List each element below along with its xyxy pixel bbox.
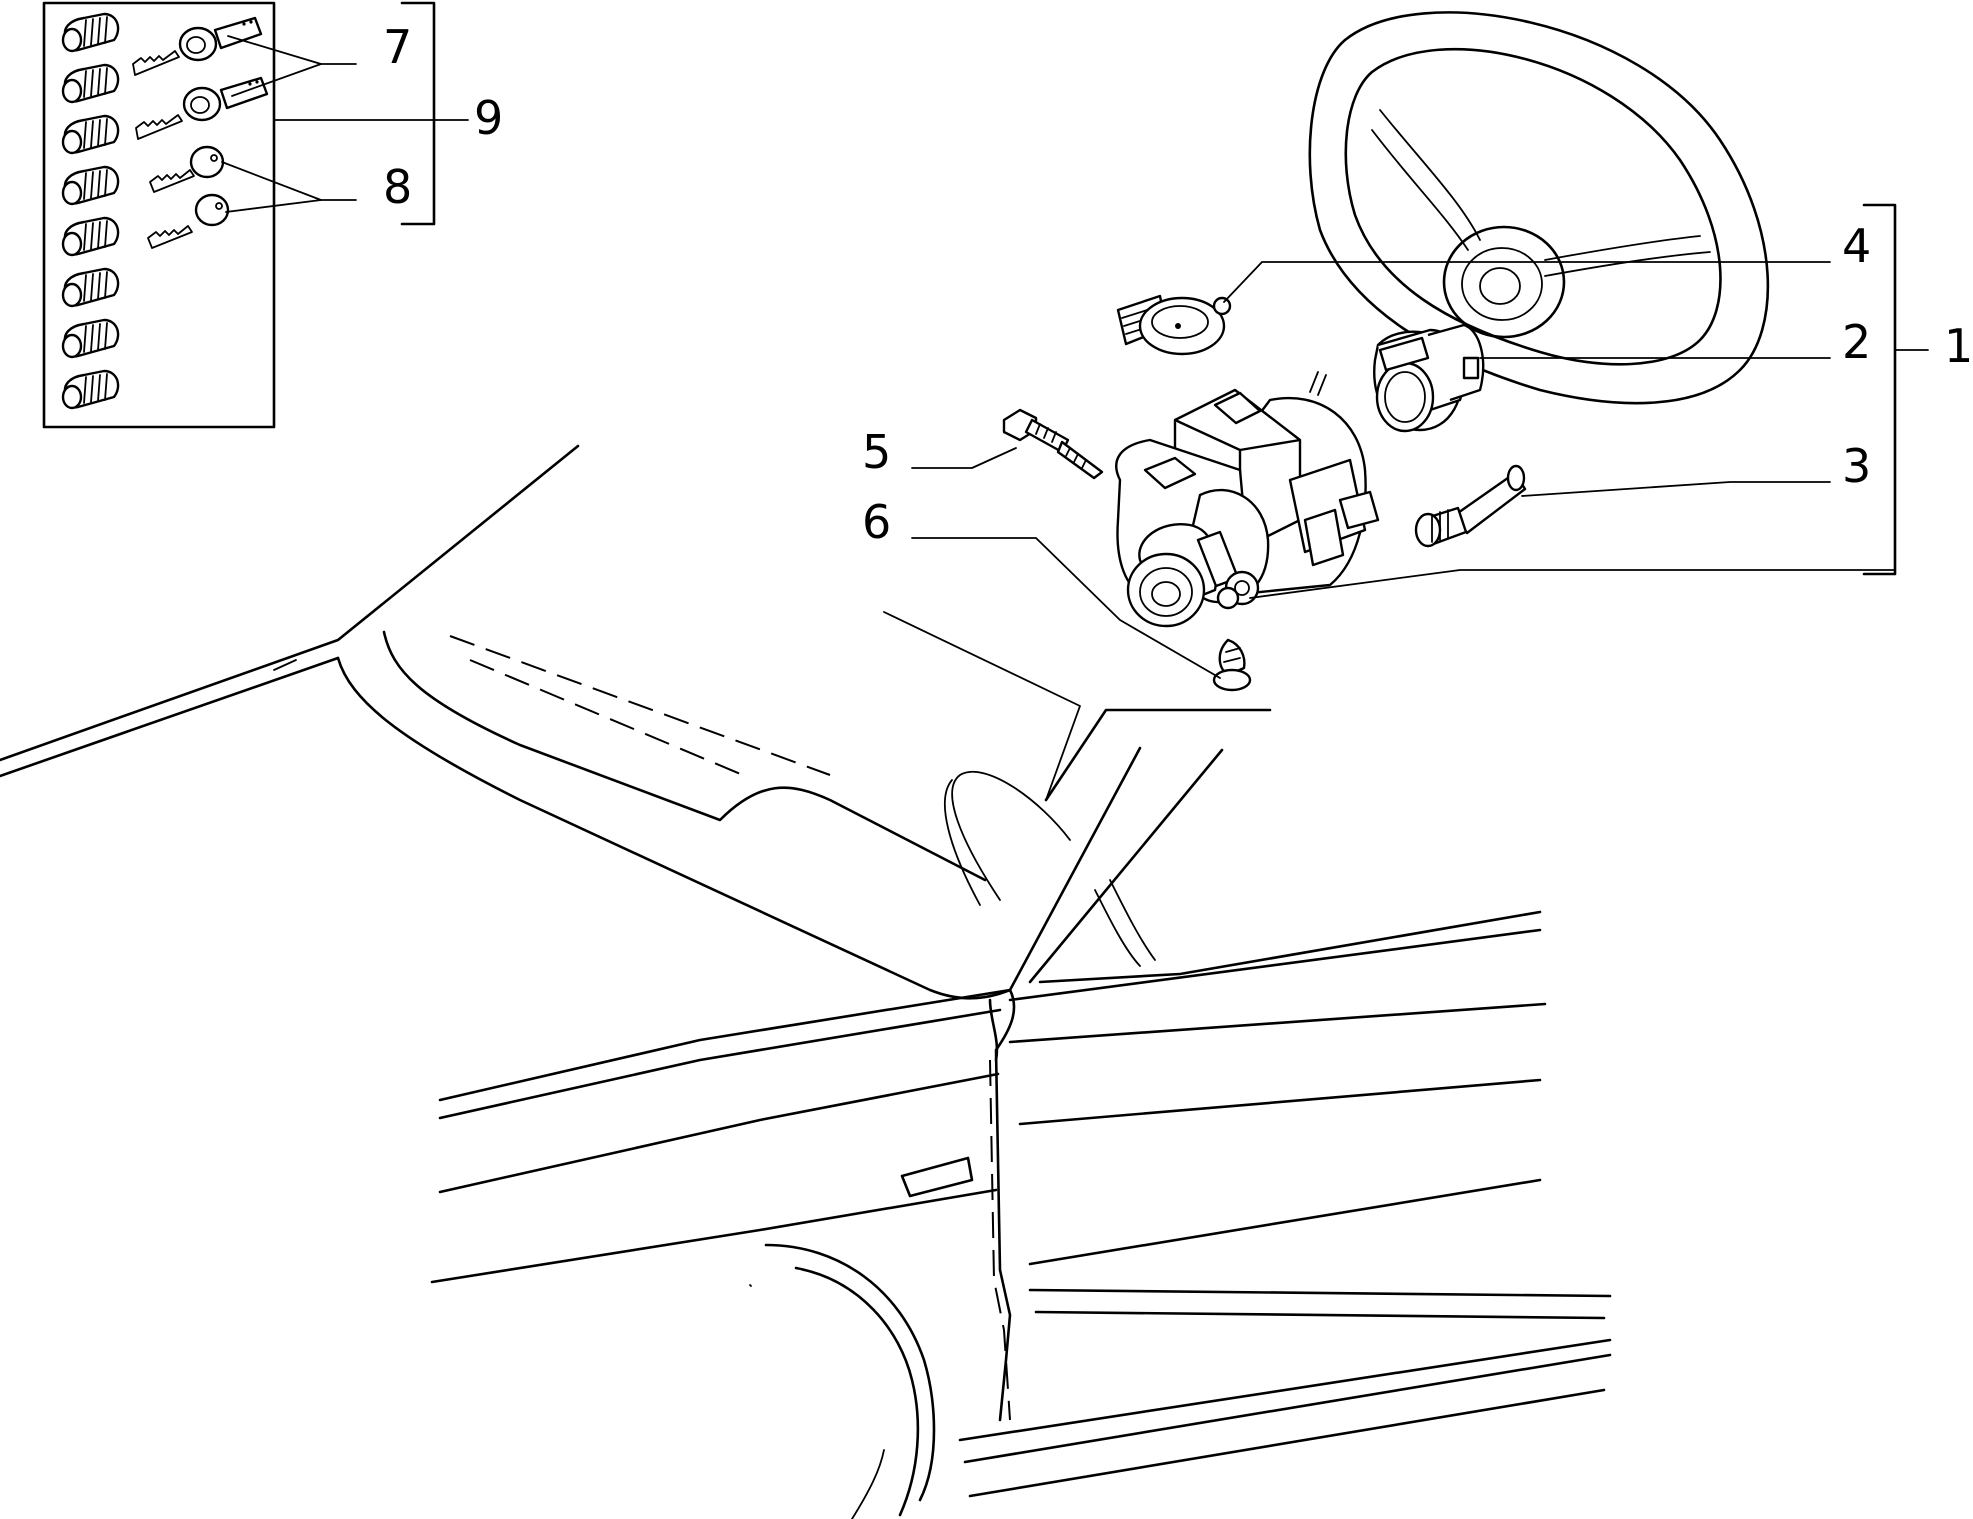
callout-3: 3 (1842, 439, 1871, 493)
callout-1: 1 (1944, 319, 1973, 373)
leader-5 (911, 447, 1017, 469)
lock-cylinder (61, 114, 120, 155)
callout-7: 7 (383, 20, 412, 74)
leader-7b (231, 63, 322, 97)
callout-4: 4 (1842, 219, 1871, 273)
lock-cylinder (61, 267, 120, 308)
part-2-lock-barrel (1373, 323, 1485, 433)
callout-8: 8 (383, 160, 412, 214)
lock-cylinder (61, 12, 120, 53)
key-lock-inset (42, 1, 469, 429)
location-pointer-cone (883, 611, 1081, 801)
lock-cylinder (61, 369, 120, 410)
plain-key-upper (149, 145, 225, 193)
bracket-9 (400, 1, 436, 226)
leader-8b (225, 199, 322, 213)
callout-5: 5 (862, 425, 891, 479)
leader-7a (227, 35, 357, 65)
callout-9: 9 (474, 91, 503, 145)
remote-key-lower (135, 76, 269, 140)
part-4-transponder (1116, 294, 1232, 356)
steering-hub (1442, 225, 1566, 339)
ignition-switch-housing (1115, 371, 1380, 628)
part-3-sensor (1414, 464, 1527, 548)
lock-cylinder (61, 63, 120, 104)
inset-frame (42, 1, 276, 429)
lock-cylinder (61, 216, 120, 257)
leader-3 (1521, 481, 1831, 497)
leader-8a (221, 161, 357, 201)
bracket-1 (1862, 203, 1897, 576)
car-body-outline (0, 444, 1612, 1519)
lock-cylinder-column (61, 12, 120, 410)
part-6-clip (1212, 638, 1252, 692)
leader-6 (911, 537, 1221, 679)
callout-2: 2 (1842, 315, 1871, 369)
part-5-screw (1002, 408, 1104, 480)
leader-1-housing (1249, 569, 1896, 599)
lock-cylinder (61, 165, 120, 206)
location-pointer (1044, 708, 1272, 802)
lock-cylinder (61, 318, 120, 359)
callout-6: 6 (862, 495, 891, 549)
remote-key-upper (132, 16, 263, 76)
leader-4 (1223, 261, 1831, 303)
plain-key-lower (147, 193, 230, 249)
